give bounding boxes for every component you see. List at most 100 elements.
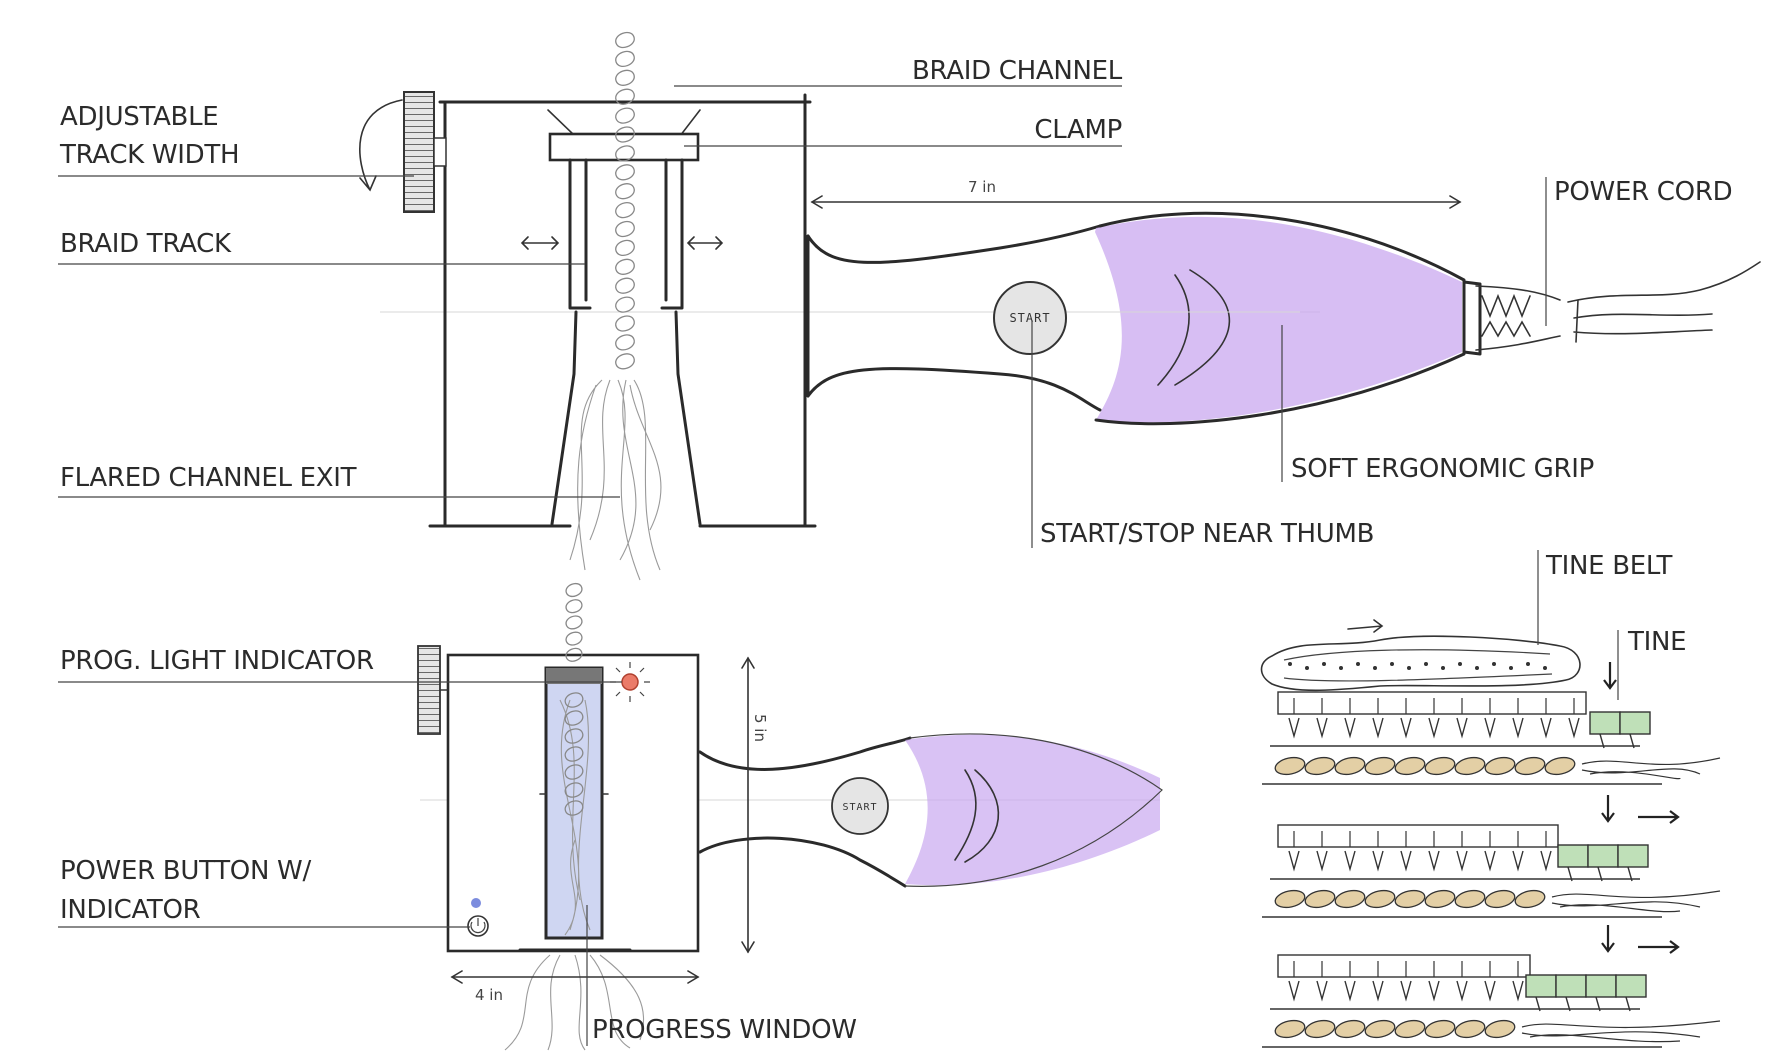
- tine-row: [1262, 795, 1721, 918]
- label-adjustable: ADJUSTABLE: [60, 102, 218, 132]
- start-button-bottom-label: START: [842, 802, 877, 813]
- braid-link: [565, 582, 583, 598]
- braid-link: [615, 145, 635, 162]
- bottom-knob[interactable]: [417, 645, 441, 735]
- hair-clump: [1514, 756, 1546, 776]
- braid-link: [615, 107, 635, 124]
- labels: BRAID CHANNEL CLAMP ADJUSTABLE TRACK WID…: [58, 56, 1733, 1046]
- braid-link: [615, 220, 635, 238]
- belt-dot: [1424, 662, 1428, 666]
- dimension-width-label: 4 in: [475, 986, 503, 1004]
- braid-top: [569, 31, 662, 581]
- label-power-cord: POWER CORD: [1554, 177, 1732, 207]
- belt-dot: [1441, 666, 1445, 670]
- hair-clump: [1484, 889, 1516, 909]
- hair-clump: [1304, 756, 1336, 776]
- start-button-top[interactable]: [993, 281, 1067, 355]
- belt-dot: [1390, 662, 1394, 666]
- label-prog-light: PROG. LIGHT INDICATOR: [60, 646, 374, 676]
- label-flared-channel-exit: FLARED CHANNEL EXIT: [60, 463, 357, 493]
- braid-link: [615, 126, 635, 143]
- belt-dot: [1373, 666, 1377, 670]
- prog-light-icon: [621, 673, 639, 691]
- belt-dot: [1356, 662, 1360, 666]
- width-knob[interactable]: [403, 91, 435, 213]
- belt-dot: [1288, 662, 1292, 666]
- label-braid-track: BRAID TRACK: [60, 229, 232, 259]
- braid-link: [615, 277, 635, 294]
- label-progress-window: PROGRESS WINDOW: [592, 1015, 857, 1045]
- track-width-arrow-right: [686, 236, 724, 250]
- hair-clump: [1334, 889, 1366, 909]
- hair-clump: [1424, 756, 1456, 776]
- hair-clump: [1544, 756, 1576, 776]
- label-indicator: INDICATOR: [60, 895, 201, 925]
- belt-dot: [1475, 666, 1479, 670]
- braid-link: [564, 746, 584, 762]
- braid-link: [564, 710, 584, 726]
- label-track-width: TRACK WIDTH: [59, 140, 239, 170]
- dimension-length: 7 in: [810, 178, 1462, 209]
- braid-link: [615, 164, 635, 181]
- hair-clump: [1394, 756, 1426, 776]
- label-tine-belt: TINE BELT: [1545, 551, 1672, 581]
- belt-dot: [1322, 662, 1326, 666]
- tine-row: [1262, 925, 1721, 1048]
- hair-clump: [1484, 756, 1516, 776]
- top-handle: START: [806, 211, 1761, 426]
- belt-dot: [1543, 666, 1547, 670]
- hair-clump: [1334, 756, 1366, 776]
- hair-clump: [1454, 756, 1486, 776]
- braid-link: [615, 334, 635, 351]
- belt-dot: [1492, 662, 1496, 666]
- hair-clump: [1364, 756, 1396, 776]
- braid-link: [615, 239, 635, 256]
- power-cord: [1567, 261, 1761, 343]
- braid-link: [615, 31, 635, 49]
- braid-link: [564, 764, 584, 780]
- braid-link: [615, 69, 635, 86]
- belt-dot: [1458, 662, 1462, 666]
- hair-clump: [1514, 889, 1546, 909]
- label-clamp: CLAMP: [1034, 115, 1122, 145]
- hair-clump: [1364, 889, 1396, 909]
- rotate-arrow-icon: [359, 99, 403, 192]
- tine-belt-mechanism: [1260, 619, 1721, 1048]
- soft-grip: [1095, 216, 1462, 423]
- label-power-button: POWER BUTTON W/: [60, 856, 311, 886]
- belt-dot: [1509, 666, 1513, 670]
- hair-clump: [1304, 1019, 1336, 1039]
- start-button-top-label: START: [1009, 311, 1050, 325]
- top-device-head: [359, 91, 1320, 528]
- braid-link: [615, 315, 635, 332]
- braid-link: [564, 692, 584, 708]
- braid-link: [565, 631, 583, 646]
- belt-dot: [1407, 666, 1411, 670]
- braid-bottom: [504, 582, 645, 1051]
- dimension-width: 4 in: [450, 970, 700, 1004]
- braid-link: [615, 50, 635, 67]
- braid-link: [565, 615, 583, 630]
- braid-link: [564, 800, 584, 816]
- clamp-bar: [548, 132, 700, 162]
- hair-clump: [1334, 1019, 1366, 1039]
- hair-clump: [1454, 889, 1486, 909]
- braid-link: [615, 353, 635, 370]
- hair-clump: [1394, 1019, 1426, 1039]
- start-button-bottom[interactable]: [831, 777, 889, 835]
- dimension-length-label: 7 in: [968, 178, 996, 196]
- dimension-height: 5 in: [741, 656, 769, 954]
- power-button[interactable]: [467, 915, 489, 937]
- hair-clump: [1274, 889, 1306, 909]
- braid-link: [564, 782, 584, 798]
- bottom-device: START: [417, 645, 1163, 953]
- braid-link: [615, 202, 635, 219]
- hair-clump: [1394, 889, 1426, 909]
- dimension-height-label: 5 in: [751, 714, 769, 742]
- belt-dot: [1305, 666, 1309, 670]
- hair-clump: [1274, 756, 1306, 776]
- braid-link: [564, 728, 584, 744]
- hair-clump: [1304, 889, 1336, 909]
- hair-clump: [1424, 889, 1456, 909]
